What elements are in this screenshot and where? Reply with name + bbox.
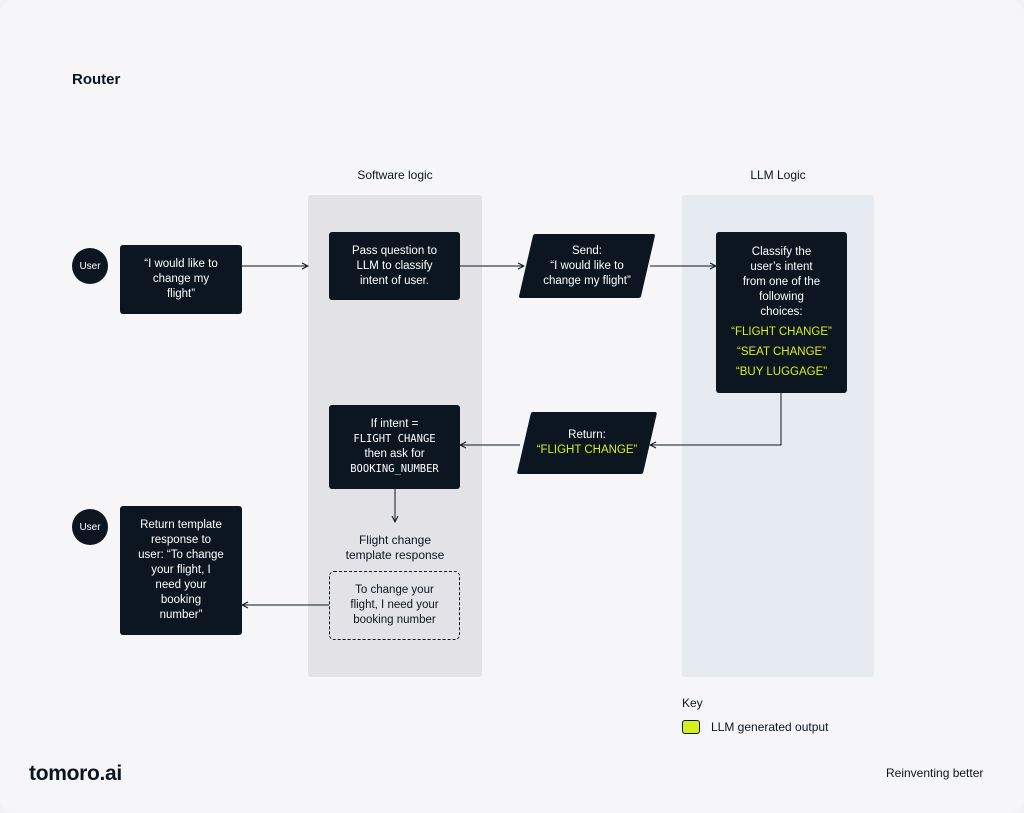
return-template-line: your flight, I bbox=[151, 564, 211, 576]
classify-line: from one of the bbox=[742, 276, 821, 288]
return-template-box: Return template response to user: “To ch… bbox=[120, 506, 242, 635]
user-question-line: flight” bbox=[166, 288, 196, 300]
send-line: “I would like to bbox=[550, 259, 624, 272]
return-template-line: number” bbox=[159, 609, 203, 621]
if-intent-line: If intent = bbox=[370, 418, 419, 430]
if-intent-line: BOOKING_NUMBER bbox=[350, 463, 439, 475]
send-line: Send: bbox=[571, 244, 603, 257]
send-line: change my flight” bbox=[543, 274, 631, 287]
if-intent-line: FLIGHT CHANGE bbox=[353, 433, 436, 445]
user-avatar-bottom: User bbox=[72, 509, 108, 545]
key-label-llm-output: LLM generated output bbox=[711, 720, 829, 734]
classify-line: Classify the bbox=[751, 246, 812, 258]
return-value: “FLIGHT CHANGE” bbox=[536, 444, 638, 456]
choice-flight-change: “FLIGHT CHANGE” bbox=[731, 326, 832, 338]
choice-buy-luggage: “BUY LUGGAGE” bbox=[735, 366, 828, 378]
if-intent-line: then ask for bbox=[364, 448, 425, 460]
template-text-line: To change your bbox=[355, 584, 434, 596]
pass-question-line: LLM to classify bbox=[356, 259, 433, 272]
return-template-line: booking bbox=[160, 594, 202, 606]
return-template-line: Return template bbox=[140, 519, 222, 531]
template-caption: Flight change template response bbox=[320, 533, 470, 563]
send-parallelogram: Send: “I would like to change my flight” bbox=[518, 234, 656, 298]
return-label: Return: bbox=[568, 429, 606, 441]
software-logic-label: Software logic bbox=[357, 168, 433, 182]
user-question-line: change my bbox=[152, 273, 210, 285]
classify-intent-box: Classify the user’s intent from one of t… bbox=[716, 232, 847, 393]
template-caption-line: template response bbox=[345, 548, 445, 562]
template-response-box: To change your flight, I need your booki… bbox=[329, 571, 460, 640]
template-text-line: flight, I need your bbox=[350, 599, 439, 611]
tomoro-logo: tomoro.ai bbox=[29, 762, 122, 785]
page-title: Router bbox=[72, 71, 121, 88]
key-title: Key bbox=[682, 696, 703, 710]
user-question-line: “I would like to bbox=[144, 258, 218, 270]
user-question-box: “I would like to change my flight” bbox=[120, 245, 242, 314]
key-swatch-llm-output bbox=[682, 720, 700, 734]
pass-question-line: Pass question to bbox=[351, 244, 438, 257]
llm-logic-label: LLM Logic bbox=[750, 168, 806, 182]
classify-line: choices: bbox=[760, 306, 803, 318]
template-caption-line: Flight change bbox=[358, 533, 432, 547]
return-template-line: user: “To change bbox=[138, 549, 224, 561]
if-intent-box: If intent = FLIGHT CHANGE then ask for B… bbox=[329, 405, 460, 489]
choice-seat-change: “SEAT CHANGE” bbox=[736, 346, 827, 358]
return-template-line: need your bbox=[155, 579, 207, 591]
pass-question-box: Pass question to LLM to classify intent … bbox=[329, 232, 460, 300]
template-text-line: booking number bbox=[353, 614, 436, 626]
classify-line: user’s intent bbox=[750, 261, 813, 273]
classify-line: following bbox=[759, 291, 804, 303]
pass-question-line: intent of user. bbox=[359, 274, 430, 287]
user-avatar-top: User bbox=[72, 248, 108, 284]
return-template-line: response to bbox=[150, 534, 212, 546]
return-parallelogram: Return: “FLIGHT CHANGE” bbox=[516, 412, 658, 474]
tagline: Reinventing better bbox=[886, 766, 984, 780]
